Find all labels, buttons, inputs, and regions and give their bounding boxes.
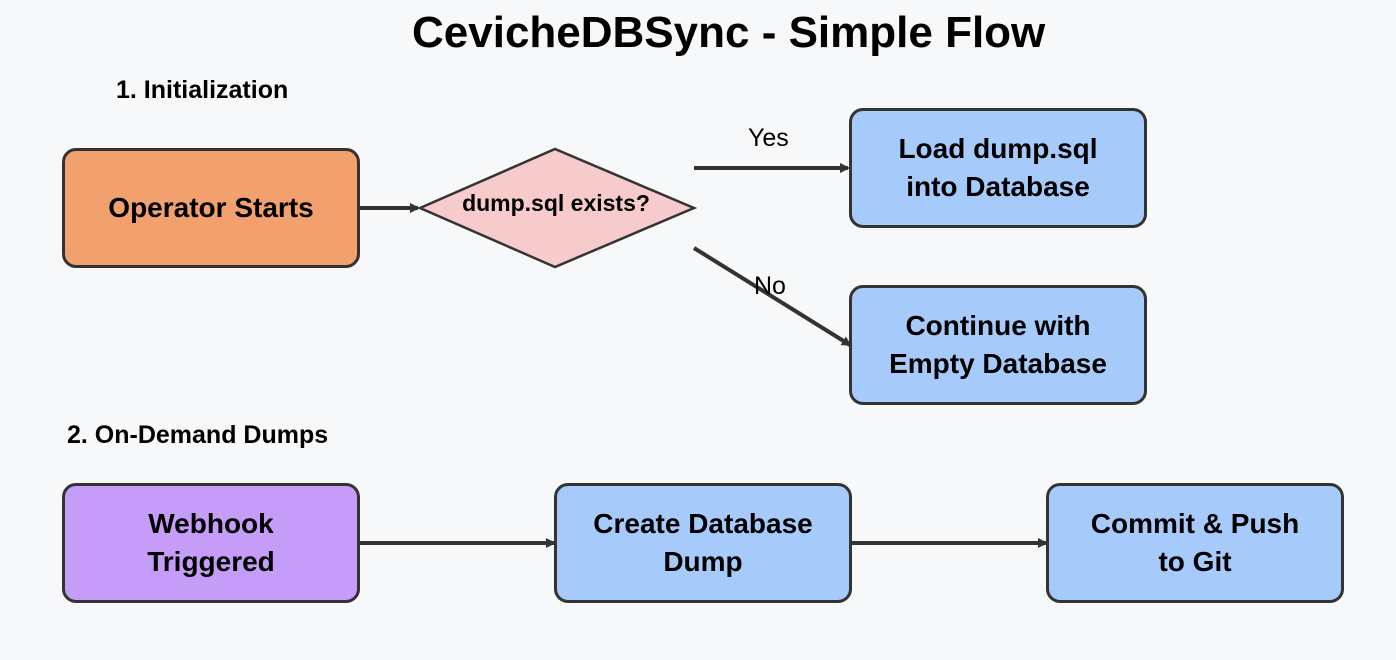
edge-yes-label: Yes xyxy=(748,124,789,152)
decision-label: dump.sql exists? xyxy=(462,190,650,216)
section-on-demand-label: 2. On-Demand Dumps xyxy=(67,421,329,449)
node-create-dump: Create Database Dump xyxy=(554,483,852,603)
node-load-dump-label: Load dump.sql into Database xyxy=(898,133,1098,202)
node-commit-push-label: Commit & Push to Git xyxy=(1090,508,1300,577)
diagram-title: CevicheDBSync - Simple Flow xyxy=(412,8,1046,57)
node-commit-push: Commit & Push to Git xyxy=(1046,483,1344,603)
node-continue-empty: Continue with Empty Database xyxy=(849,285,1147,405)
node-operator-starts-label: Operator Starts xyxy=(108,192,314,223)
node-webhook-triggered-label: Webhook Triggered xyxy=(147,508,275,577)
node-continue-empty-label: Continue with Empty Database xyxy=(889,310,1107,379)
edge-no xyxy=(692,246,852,347)
node-operator-starts: Operator Starts xyxy=(62,148,360,268)
edge-no-label: No xyxy=(754,272,786,300)
node-create-dump-label: Create Database Dump xyxy=(593,508,813,577)
node-load-dump: Load dump.sql into Database xyxy=(849,108,1147,228)
decision-diamond xyxy=(416,147,698,269)
section-initialization-label: 1. Initialization xyxy=(116,76,289,104)
node-webhook-triggered: Webhook Triggered xyxy=(62,483,360,603)
